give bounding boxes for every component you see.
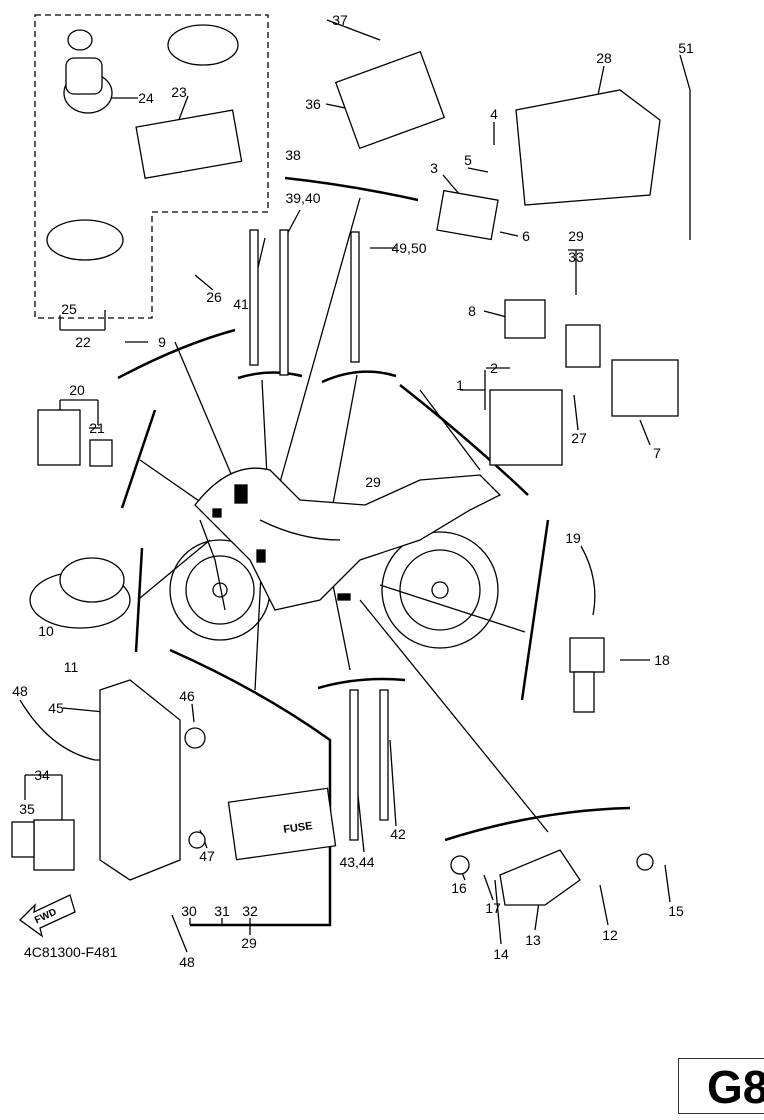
callout: 43,44 — [339, 854, 375, 870]
callout: 31 — [214, 903, 230, 919]
callout: 29 — [241, 935, 257, 951]
callout: 45 — [48, 700, 64, 716]
callout: 5 — [464, 152, 472, 168]
callout: 19 — [565, 530, 581, 546]
diagram-code: 4C81300-F481 — [24, 944, 118, 960]
callout: 32 — [242, 903, 258, 919]
callout: 28 — [596, 50, 612, 66]
callout: 24 — [138, 90, 154, 106]
callout: 2 — [490, 360, 498, 376]
callout: 47 — [199, 848, 215, 864]
callout: 13 — [525, 932, 541, 948]
callout: 4 — [490, 106, 498, 122]
callout: 21 — [89, 420, 105, 436]
callout: 8 — [468, 303, 476, 319]
callout: 27 — [571, 430, 587, 446]
callout: 49,50 — [391, 240, 427, 256]
callout: 9 — [158, 334, 166, 350]
callout: 16 — [451, 880, 467, 896]
callout: 34 — [34, 767, 50, 783]
callout: 42 — [390, 826, 406, 842]
callout: 1 — [456, 377, 464, 393]
callout: 23 — [171, 84, 187, 100]
callout: 26 — [206, 289, 222, 305]
callout: 3 — [430, 160, 438, 176]
callout: 7 — [653, 445, 661, 461]
callout: 33 — [568, 249, 584, 265]
callout: 25 — [61, 301, 77, 317]
callout: 15 — [668, 903, 684, 919]
callout: 12 — [602, 927, 618, 943]
callout: 39,40 — [285, 190, 321, 206]
callout: 20 — [69, 382, 85, 398]
callout: 17 — [485, 900, 501, 916]
callout: 11 — [63, 659, 79, 675]
motorcycle-illustration — [169, 467, 502, 649]
callout: 30 — [181, 903, 197, 919]
callout: 37 — [332, 12, 348, 28]
callout: 6 — [522, 228, 530, 244]
callout: 29 — [365, 474, 381, 490]
callout: 29 — [568, 228, 584, 244]
callout: 10 — [38, 623, 54, 639]
callout: 51 — [678, 40, 694, 56]
callout: 46 — [179, 688, 195, 704]
callout: 38 — [285, 147, 301, 163]
page-tag: G8 — [678, 1058, 764, 1114]
callout: 14 — [493, 946, 509, 962]
ignition-group-box — [34, 14, 269, 319]
callout: 18 — [654, 652, 670, 668]
callout: 41 — [233, 296, 249, 312]
fwd-arrow-icon — [19, 894, 76, 938]
callout: 35 — [19, 801, 35, 817]
callout: 48 — [12, 683, 28, 699]
callout: 36 — [305, 96, 321, 112]
callout: 22 — [75, 334, 91, 350]
callout: 48 — [179, 954, 195, 970]
part-shapes — [11, 24, 679, 906]
